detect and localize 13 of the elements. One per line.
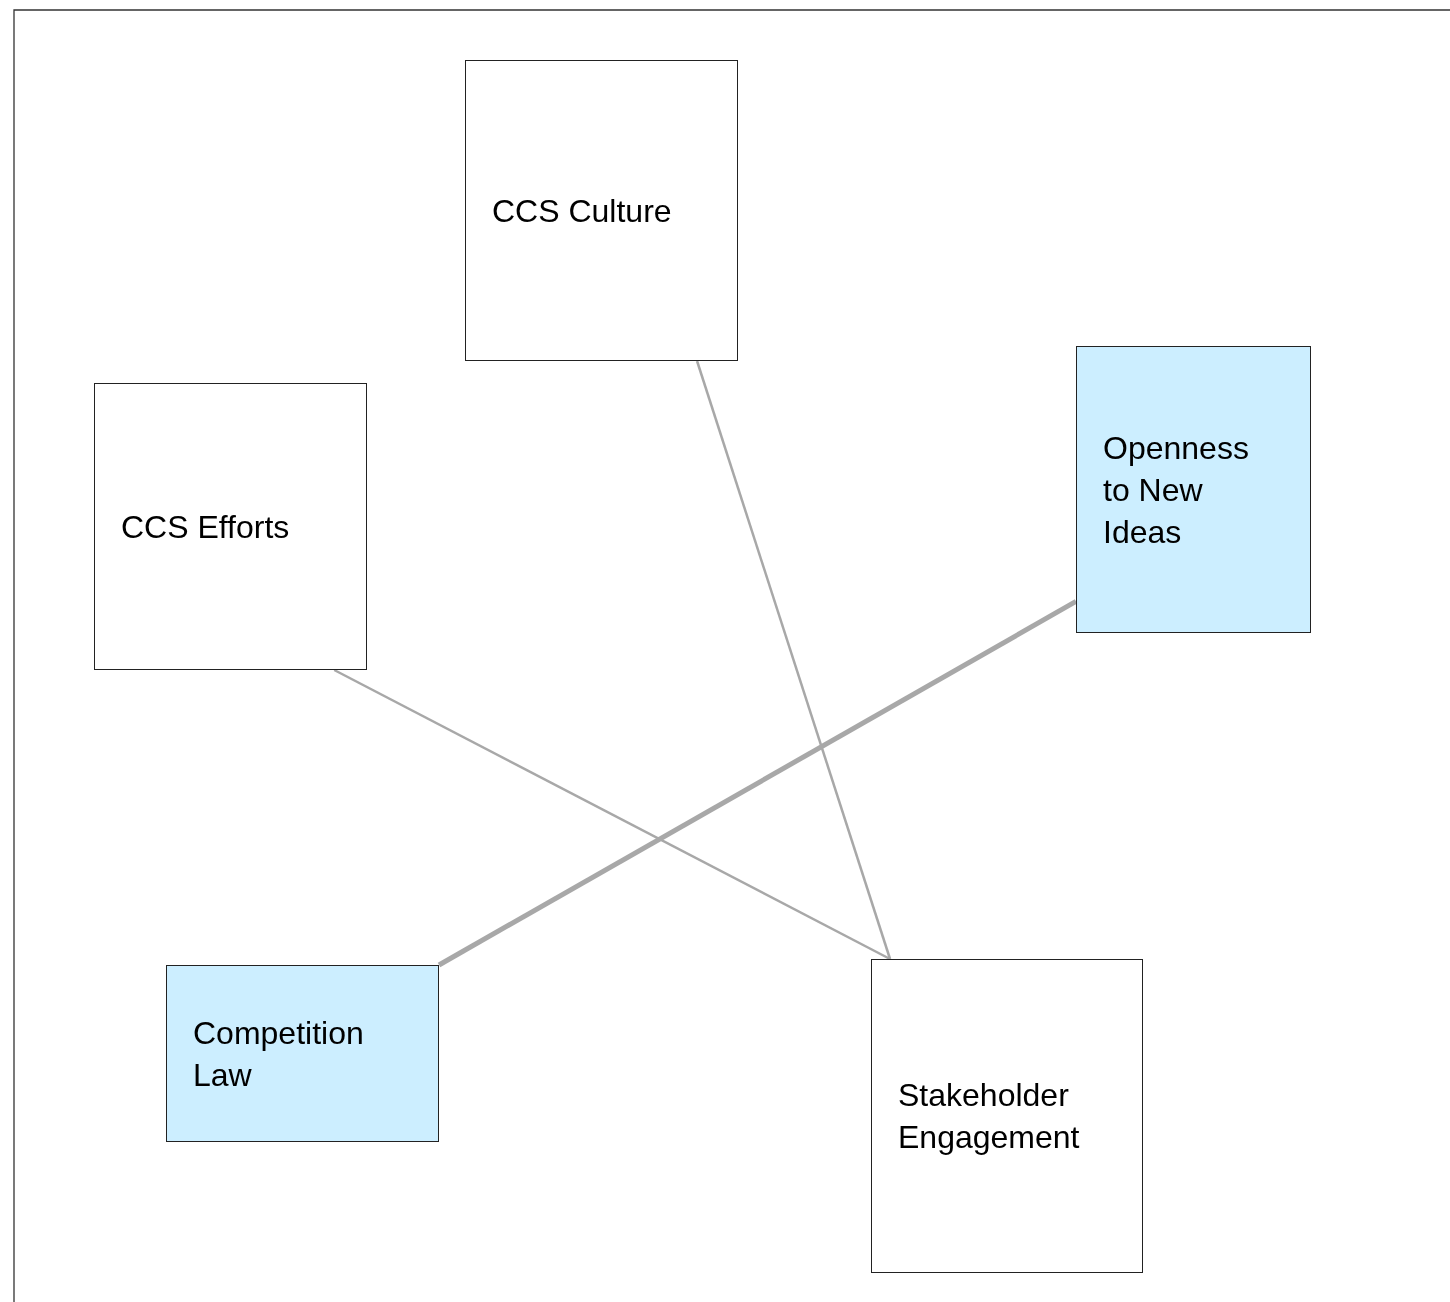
- node-label: Stakeholder Engagement: [898, 1076, 1081, 1157]
- connector-line: [695, 360, 892, 960]
- concept-box: [1076, 346, 1311, 633]
- concept-box: [465, 60, 738, 361]
- node-label: CCS Efforts: [121, 507, 291, 547]
- node-label: Openness to New Ideas: [1103, 428, 1250, 552]
- node-label: CCS Culture: [492, 191, 673, 231]
- node-label: Competition Law: [193, 1013, 365, 1095]
- connector-line: [437, 599, 1078, 968]
- concept-box: [166, 965, 439, 1142]
- concept-box: [94, 383, 367, 670]
- connector-line: [333, 668, 891, 961]
- concept-box: [871, 959, 1143, 1273]
